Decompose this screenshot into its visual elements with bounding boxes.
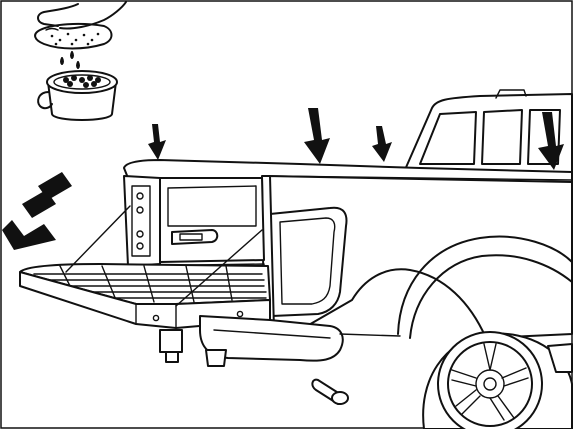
down-arrow-bed-rail-left: [148, 124, 166, 160]
arrow-tailgate-down: [2, 172, 72, 250]
bed-side-molding: [269, 206, 348, 317]
bed-left-post: [123, 175, 161, 267]
pickup-truck-illustration: [19, 89, 573, 429]
rear-bumper: [159, 315, 344, 367]
bed-front-wall: [159, 177, 265, 263]
rear-wheel: [422, 331, 573, 429]
bed-storage-handle: [171, 229, 219, 245]
tailgate-cable-right: [175, 229, 263, 307]
tailgate-cable-left: [65, 205, 131, 273]
hand-with-sponge-icon: [34, 1, 127, 69]
down-arrow-bed-rail-center: [304, 108, 330, 164]
cab-rear-window: [419, 111, 477, 165]
bucket-of-soapy-water-icon: [37, 70, 118, 121]
down-arrow-bed-rail-right: [372, 126, 392, 162]
down-arrow-cab: [538, 112, 564, 170]
